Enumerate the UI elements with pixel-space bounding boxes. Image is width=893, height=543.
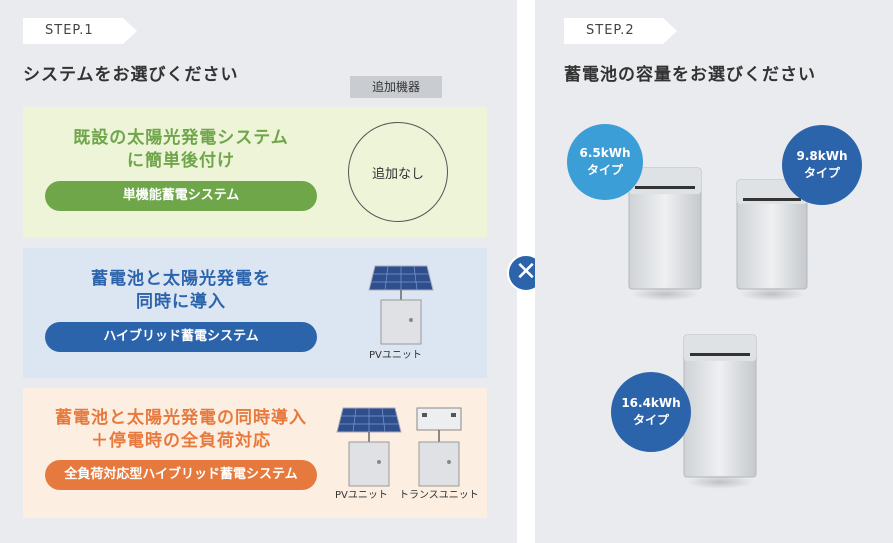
capacity-value: 16.4kWh [621, 396, 681, 410]
option-heading: 既設の太陽光発電システム に簡単後付け [23, 127, 339, 173]
step1-title: システムをお選びください [23, 65, 239, 85]
full-load-hybrid-button[interactable]: 全負荷対応型ハイブリッド蓄電システム [45, 460, 317, 490]
capacity-16-4kwh-badge[interactable]: 16.4kWh タイプ [611, 372, 691, 452]
pv-unit-caption: PVユニット [369, 350, 422, 361]
heading-line: 蓄電池と太陽光発電の同時導入 [55, 408, 307, 428]
capacity-6-5kwh-badge[interactable]: 6.5kWh タイプ [567, 124, 643, 200]
step1-panel: STEP.1 システムをお選びください 追加機器 既設の太陽光発電システム に簡… [0, 0, 517, 543]
option-hybrid-storage[interactable]: 蓄電池と太陽光発電を 同時に導入 ハイブリッド蓄電システム PVユニット [23, 248, 487, 378]
step2-tag: STEP.2 [564, 18, 677, 44]
heading-line: 既設の太陽光発電システム [73, 128, 289, 148]
battery-unit-icon [683, 334, 757, 478]
pv-unit-icon [336, 407, 402, 487]
battery-shadow [686, 475, 754, 489]
no-extra-equipment: 追加なし [348, 122, 448, 222]
capacity-label: タイプ [803, 166, 840, 180]
pv-unit-caption: PVユニット [335, 490, 388, 501]
option-full-load-hybrid[interactable]: 蓄電池と太陽光発電の同時導入 ＋停電時の全負荷対応 全負荷対応型ハイブリッド蓄電… [23, 388, 487, 518]
heading-line: ＋停電時の全負荷対応 [91, 431, 271, 451]
capacity-9-8kwh-badge[interactable]: 9.8kWh タイプ [782, 125, 862, 205]
capacity-value: 9.8kWh [796, 149, 848, 163]
heading-line: に簡単後付け [127, 151, 235, 171]
option-heading: 蓄電池と太陽光発電を 同時に導入 [23, 268, 339, 314]
option-standalone-storage[interactable]: 既設の太陽光発電システム に簡単後付け 単機能蓄電システム 追加なし [23, 107, 487, 237]
capacity-value: 6.5kWh [579, 146, 631, 160]
battery-shadow [631, 287, 699, 301]
standalone-storage-button[interactable]: 単機能蓄電システム [45, 181, 317, 211]
step2-title: 蓄電池の容量をお選びください [564, 65, 816, 85]
option-heading: 蓄電池と太陽光発電の同時導入 ＋停電時の全負荷対応 [23, 407, 339, 453]
hybrid-storage-button[interactable]: ハイブリッド蓄電システム [45, 322, 317, 352]
extra-equipment-label: 追加機器 [350, 76, 442, 98]
pv-unit-icon [368, 265, 434, 345]
battery-16-4kwh[interactable] [682, 333, 758, 489]
step1-tag: STEP.1 [23, 18, 137, 44]
heading-line: 蓄電池と太陽光発電を [91, 269, 271, 289]
transformer-unit-icon [416, 407, 462, 487]
capacity-label: タイプ [632, 413, 669, 427]
battery-6-5kwh[interactable] [627, 166, 703, 301]
battery-shadow [739, 287, 805, 301]
capacity-label: タイプ [586, 163, 623, 177]
battery-unit-icon [628, 167, 702, 290]
heading-line: 同時に導入 [136, 292, 226, 312]
transformer-unit-caption: トランスユニット [399, 490, 479, 501]
